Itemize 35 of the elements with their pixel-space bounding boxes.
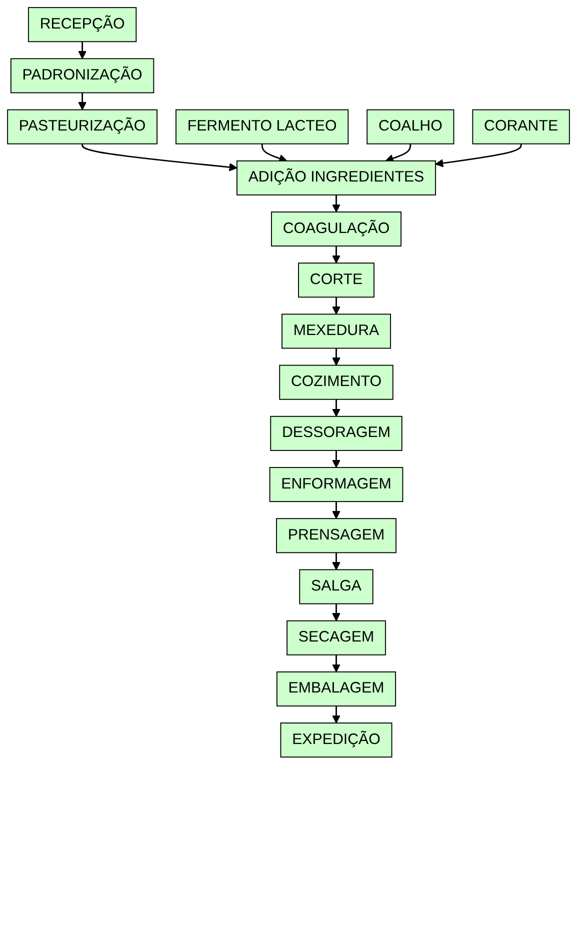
arrow (332, 502, 340, 519)
arrow (385, 144, 412, 162)
node-box: SALGA (299, 569, 374, 604)
node-box: PASTEURIZAÇÃO (7, 109, 158, 144)
node-box: PRENSAGEM (276, 518, 396, 554)
arrow (332, 654, 340, 672)
node-box: FERMENTO LACTEO (176, 109, 349, 144)
node-box: MEXEDURA (282, 314, 391, 349)
arrow (78, 92, 86, 110)
node-box: EXPEDIÇÃO (280, 722, 392, 758)
arrow (332, 706, 340, 724)
arrow (332, 552, 340, 570)
node-box: COZIMENTO (279, 364, 394, 400)
arrow (332, 297, 340, 315)
arrow (332, 604, 340, 622)
node-box: DESSORAGEM (270, 416, 402, 451)
node-box: COALHO (366, 109, 454, 144)
arrow (435, 144, 522, 168)
node-box: CORANTE (472, 109, 570, 144)
node-box: RECEPÇÃO (28, 7, 137, 42)
arrow (332, 246, 340, 264)
arrow (332, 399, 340, 417)
node-box: CORTE (298, 262, 374, 298)
node-box: SECAGEM (286, 620, 386, 656)
arrow (332, 194, 340, 212)
node-box: COAGULAÇÃO (270, 212, 402, 247)
node-box: EMBALAGEM (276, 671, 396, 706)
arrow (332, 348, 340, 366)
arrow (261, 144, 288, 162)
arrow (332, 450, 340, 468)
node-box: ENFORMAGEM (269, 467, 404, 502)
arrow (78, 42, 86, 60)
arrow (82, 144, 238, 172)
node-box: PADRONIZAÇÃO (10, 58, 154, 94)
node-box: ADIÇÃO INGREDIENTES (236, 160, 436, 196)
